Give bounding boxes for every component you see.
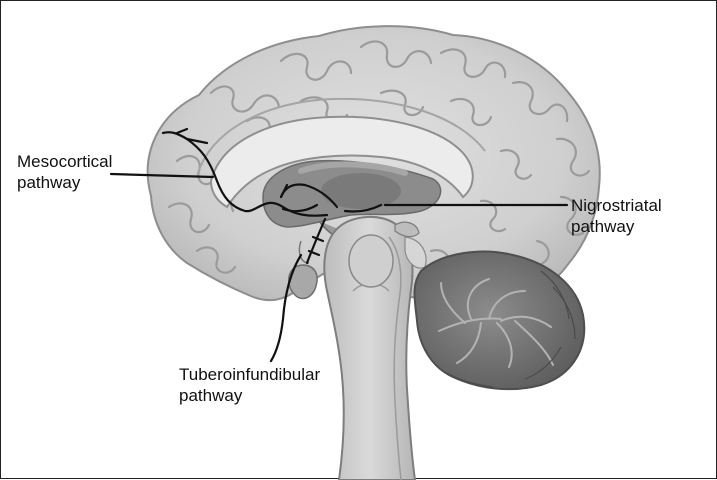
tuberoinfundibular-label: Tuberoinfundibular pathway [179,364,320,406]
tuberoinfundibular-label-line1: Tuberoinfundibular [179,364,320,385]
tuberoinfundibular-label-line2: pathway [179,385,320,406]
nigrostriatal-label-line1: Nigrostriatal [571,195,662,216]
mesocortical-label: Mesocortical pathway [17,151,112,193]
nigrostriatal-label: Nigrostriatal pathway [571,195,662,237]
mesocortical-label-line1: Mesocortical [17,151,112,172]
mesocortical-label-line2: pathway [17,172,112,193]
nigrostriatal-label-line2: pathway [571,216,662,237]
